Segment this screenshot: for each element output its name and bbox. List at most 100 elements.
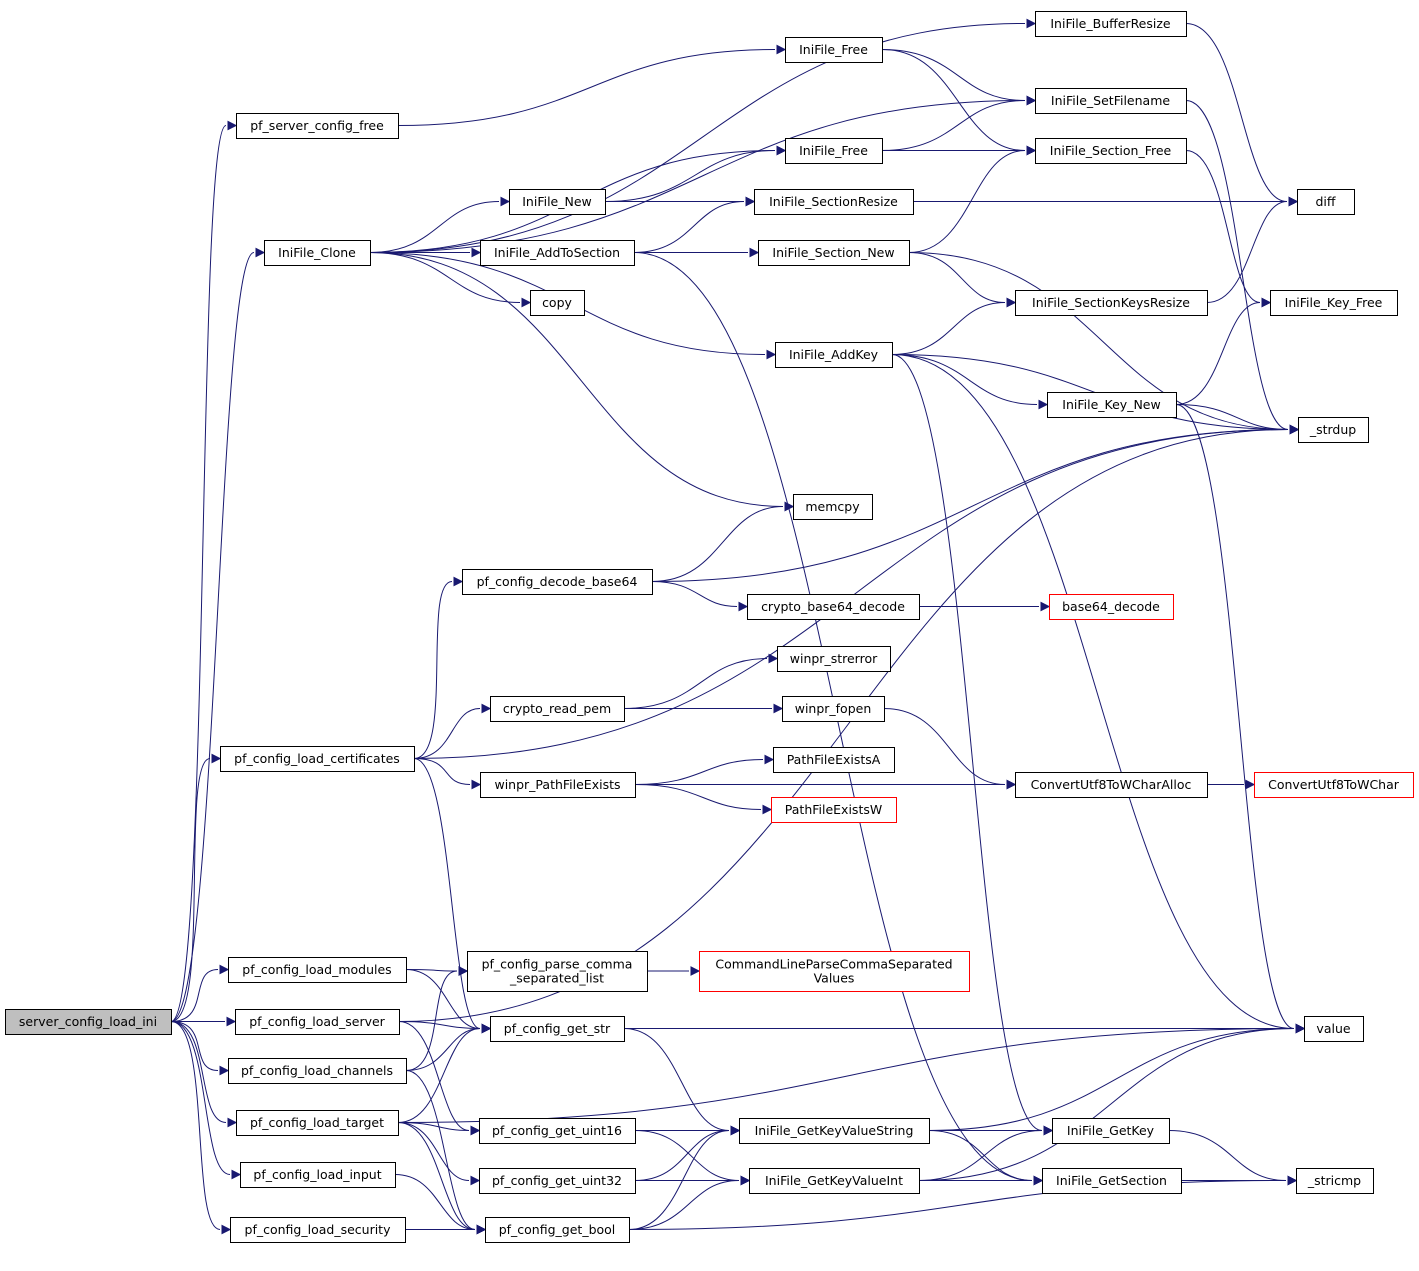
node-label: IniFile_Clone: [278, 245, 356, 260]
node-pathex[interactable]: winpr_PathFileExists: [480, 772, 636, 798]
node-addsec[interactable]: IniFile_AddToSection: [480, 240, 635, 266]
edge-arrowhead: [1288, 196, 1299, 207]
node-label: winpr_fopen: [795, 701, 872, 716]
node-secres[interactable]: IniFile_SectionResize: [754, 189, 914, 215]
edge-line: [651, 429, 1289, 582]
node-bufres[interactable]: IniFile_BufferResize: [1035, 11, 1187, 37]
edge-line: [1185, 100, 1289, 430]
edge-root-channels: [170, 1021, 230, 1076]
node-readpem[interactable]: crypto_read_pem: [490, 696, 625, 722]
edge-certs-pathex: [413, 758, 482, 790]
node-pfew[interactable]: PathFileExistsW: [771, 797, 897, 823]
node-target[interactable]: pf_config_load_target: [236, 1110, 399, 1136]
node-label: Values: [814, 971, 855, 986]
edge-line: [170, 1021, 231, 1175]
node-getkey[interactable]: IniFile_GetKey: [1052, 1118, 1170, 1144]
edge-line: [170, 1021, 221, 1230]
node-skres[interactable]: IniFile_SectionKeysResize: [1015, 290, 1208, 316]
node-box: [785, 138, 883, 164]
edge-srvfree-free1: [397, 44, 787, 126]
node-dec64[interactable]: pf_config_decode_base64: [462, 569, 653, 595]
edge-line: [369, 23, 1026, 253]
edge-readpem-strerr: [623, 653, 779, 709]
node-pfea[interactable]: PathFileExistsA: [773, 747, 895, 773]
node-label: pf_config_load_modules: [242, 962, 391, 977]
node-label: pf_config_get_bool: [499, 1222, 616, 1237]
edge-line: [405, 969, 458, 972]
node-free2[interactable]: IniFile_Free: [785, 138, 883, 164]
node-box: [480, 772, 636, 798]
node-setfn[interactable]: IniFile_SetFilename: [1035, 88, 1187, 114]
node-fopen[interactable]: winpr_fopen: [782, 696, 885, 722]
node-label: pf_config_load_security: [245, 1222, 392, 1237]
node-label: winpr_PathFileExists: [494, 777, 620, 792]
node-getu16[interactable]: pf_config_get_uint16: [479, 1118, 636, 1144]
node-label: _stricmp: [1307, 1173, 1361, 1188]
node-label: pf_config_get_uint32: [492, 1173, 622, 1188]
node-strerr[interactable]: winpr_strerror: [777, 646, 891, 672]
edge-skres-diff: [1206, 196, 1299, 303]
node-getkvs[interactable]: IniFile_GetKeyValueString: [739, 1118, 930, 1144]
node-clone[interactable]: IniFile_Clone: [264, 240, 371, 266]
node-parse[interactable]: pf_config_parse_comma_separated_list: [467, 951, 648, 992]
node-cu8[interactable]: ConvertUtf8ToWChar: [1254, 772, 1414, 798]
edge-arrowhead: [231, 1169, 242, 1180]
node-b64dec[interactable]: crypto_base64_decode: [747, 594, 920, 620]
node-channels[interactable]: pf_config_load_channels: [228, 1058, 407, 1084]
node-security[interactable]: pf_config_load_security: [230, 1217, 406, 1243]
node-memcpy[interactable]: memcpy: [793, 494, 873, 520]
node-copy[interactable]: copy: [530, 290, 585, 316]
edge-line: [634, 1130, 730, 1181]
edge-line: [397, 1122, 476, 1230]
node-keyfree[interactable]: IniFile_Key_Free: [1270, 290, 1398, 316]
edge-line: [628, 1180, 1287, 1230]
node-keynew[interactable]: IniFile_Key_New: [1047, 392, 1177, 418]
node-value[interactable]: value: [1304, 1016, 1364, 1042]
edge-line: [170, 758, 211, 1022]
node-free1[interactable]: IniFile_Free: [785, 37, 883, 63]
node-cu8a[interactable]: ConvertUtf8ToWCharAlloc: [1015, 772, 1208, 798]
edge-line: [369, 201, 500, 253]
edge-clone-copy: [369, 252, 532, 308]
node-b64[interactable]: base64_decode: [1049, 594, 1174, 620]
node-box: [5, 1009, 172, 1035]
node-server[interactable]: pf_config_load_server: [235, 1009, 400, 1035]
node-stricmp[interactable]: _stricmp: [1296, 1168, 1374, 1194]
node-box: [699, 951, 970, 992]
node-input[interactable]: pf_config_load_input: [240, 1162, 396, 1188]
node-new[interactable]: IniFile_New: [509, 189, 606, 215]
node-label: IniFile_Free: [799, 42, 868, 57]
node-diff[interactable]: diff: [1297, 189, 1355, 215]
edge-arrowhead: [1026, 145, 1037, 156]
node-box: [1042, 1168, 1182, 1194]
node-label: IniFile_Key_New: [1062, 397, 1160, 412]
edge-getstr-value: [623, 1023, 1306, 1034]
node-label: value: [1316, 1021, 1350, 1036]
edge-keynew-keyfree: [1175, 297, 1272, 405]
node-certs[interactable]: pf_config_load_certificates: [220, 746, 415, 772]
edge-arrowhead: [690, 966, 701, 976]
edge-new-secres: [605, 196, 756, 207]
node-modules[interactable]: pf_config_load_modules: [228, 957, 407, 983]
node-getsec[interactable]: IniFile_GetSection: [1042, 1168, 1182, 1194]
node-getstr[interactable]: pf_config_get_str: [490, 1016, 625, 1042]
edges-layer: [170, 18, 1306, 1235]
edge-arrowhead: [1026, 18, 1037, 29]
edge-line: [405, 1028, 481, 1071]
node-getu32[interactable]: pf_config_get_uint32: [479, 1168, 636, 1194]
node-getkvi[interactable]: IniFile_GetKeyValueInt: [749, 1168, 920, 1194]
node-label: pf_config_load_channels: [241, 1063, 393, 1078]
node-strdup[interactable]: _strdup: [1298, 417, 1369, 443]
node-label: IniFile_Section_New: [772, 245, 894, 260]
edge-pathex-pfea: [634, 754, 775, 785]
node-box: [228, 957, 407, 983]
node-addkey[interactable]: IniFile_AddKey: [775, 342, 893, 368]
node-getbool[interactable]: pf_config_get_bool: [485, 1217, 630, 1243]
node-secfree[interactable]: IniFile_Section_Free: [1035, 138, 1187, 164]
node-root[interactable]: server_config_load_ini: [5, 1009, 172, 1035]
node-secnew[interactable]: IniFile_Section_New: [758, 240, 910, 266]
node-srvfree[interactable]: pf_server_config_free: [236, 113, 399, 139]
node-box: [754, 189, 914, 215]
